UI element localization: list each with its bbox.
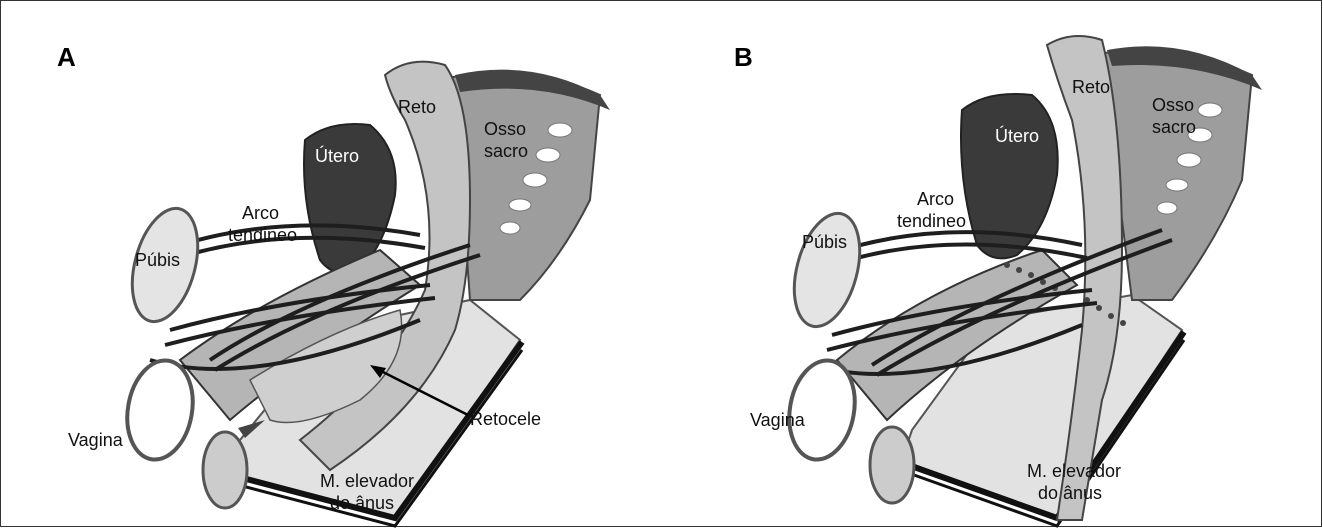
label-arco: Arco [917, 188, 954, 210]
label-elevador: M. elevador [320, 470, 414, 492]
panel-b: B Útero Reto Osso sacro Arco tendineo Pú… [662, 0, 1323, 528]
label-reto: Reto [1072, 76, 1110, 98]
label-sacro: sacro [484, 140, 528, 162]
label-vagina: Vagina [750, 409, 805, 431]
label-osso: Osso [1152, 94, 1194, 116]
label-pubis: Púbis [135, 249, 180, 271]
label-tendineo: tendineo [897, 210, 966, 232]
label-retocele: Retocele [470, 408, 541, 430]
label-reto: Reto [398, 96, 436, 118]
label-tendineo: tendineo [228, 224, 297, 246]
vaginal-opening [120, 355, 200, 465]
label-pubis: Púbis [802, 231, 847, 253]
anal-opening [203, 432, 247, 508]
panel-letter: A [57, 42, 76, 73]
label-utero: Útero [995, 125, 1039, 147]
anal-opening [870, 427, 914, 503]
pelvic-floor-illustration-b [662, 0, 1323, 528]
label-sacro: sacro [1152, 116, 1196, 138]
label-do-anus: do ânus [330, 492, 394, 514]
pubis-bone [783, 206, 871, 334]
label-utero: Útero [315, 145, 359, 167]
label-vagina: Vagina [68, 429, 123, 451]
panel-a: A Útero Reto Osso sacro Arco tendineo Pú… [0, 0, 661, 528]
label-arco: Arco [242, 202, 279, 224]
panel-letter: B [734, 42, 753, 73]
label-do-anus: do ânus [1038, 482, 1102, 504]
label-osso: Osso [484, 118, 526, 140]
label-elevador: M. elevador [1027, 460, 1121, 482]
